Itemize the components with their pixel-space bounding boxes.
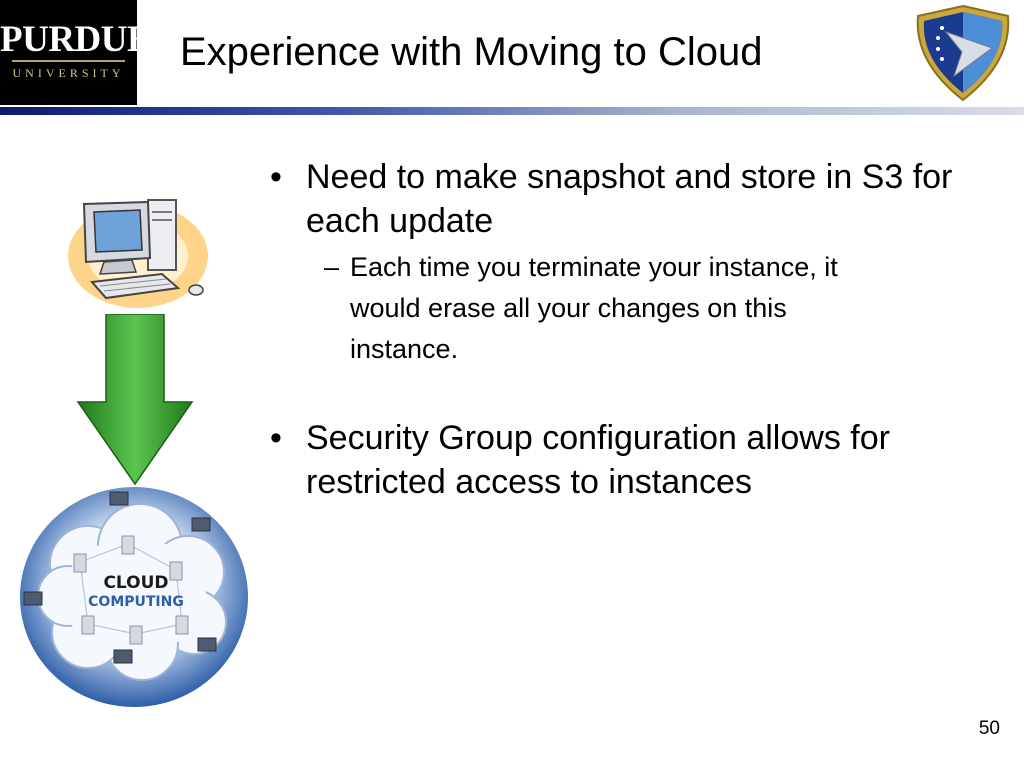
sub-bullet-item: – Each time you terminate your instance,…	[262, 247, 870, 370]
desktop-computer-icon	[68, 199, 208, 308]
sub-bullet-text: Each time you terminate your instance, i…	[350, 252, 838, 364]
bullet-marker: •	[270, 158, 282, 196]
purdue-logo: PURDUE UNIVERSITY	[0, 0, 152, 105]
bullet-item: • Security Group configuration allows fo…	[262, 416, 962, 504]
bullet-item: • Need to make snapshot and store in S3 …	[262, 155, 962, 243]
bullet-marker: •	[270, 419, 282, 457]
bullet-text: Security Group configuration allows for …	[306, 419, 890, 501]
logo-subtitle: UNIVERSITY	[12, 66, 125, 80]
bullet-list: • Need to make snapshot and store in S3 …	[262, 155, 962, 504]
arrow-down-icon	[76, 314, 194, 486]
sub-bullet-marker: –	[324, 252, 340, 282]
slide-title: Experience with Moving to Cloud	[180, 30, 763, 74]
cloud-label-line1: CLOUD	[103, 573, 168, 593]
cloud-label-line2: COMPUTING	[88, 594, 184, 610]
page-number: 50	[978, 718, 1000, 739]
logo-rule	[12, 60, 125, 62]
cloud-computing-icon: CLOUD COMPUTING	[20, 487, 248, 707]
logo-wordmark: PURDUE	[0, 19, 152, 60]
title-divider-band	[0, 107, 1024, 115]
bullet-text: Need to make snapshot and store in S3 fo…	[306, 158, 953, 240]
afrl-shield-logo	[916, 4, 1010, 102]
